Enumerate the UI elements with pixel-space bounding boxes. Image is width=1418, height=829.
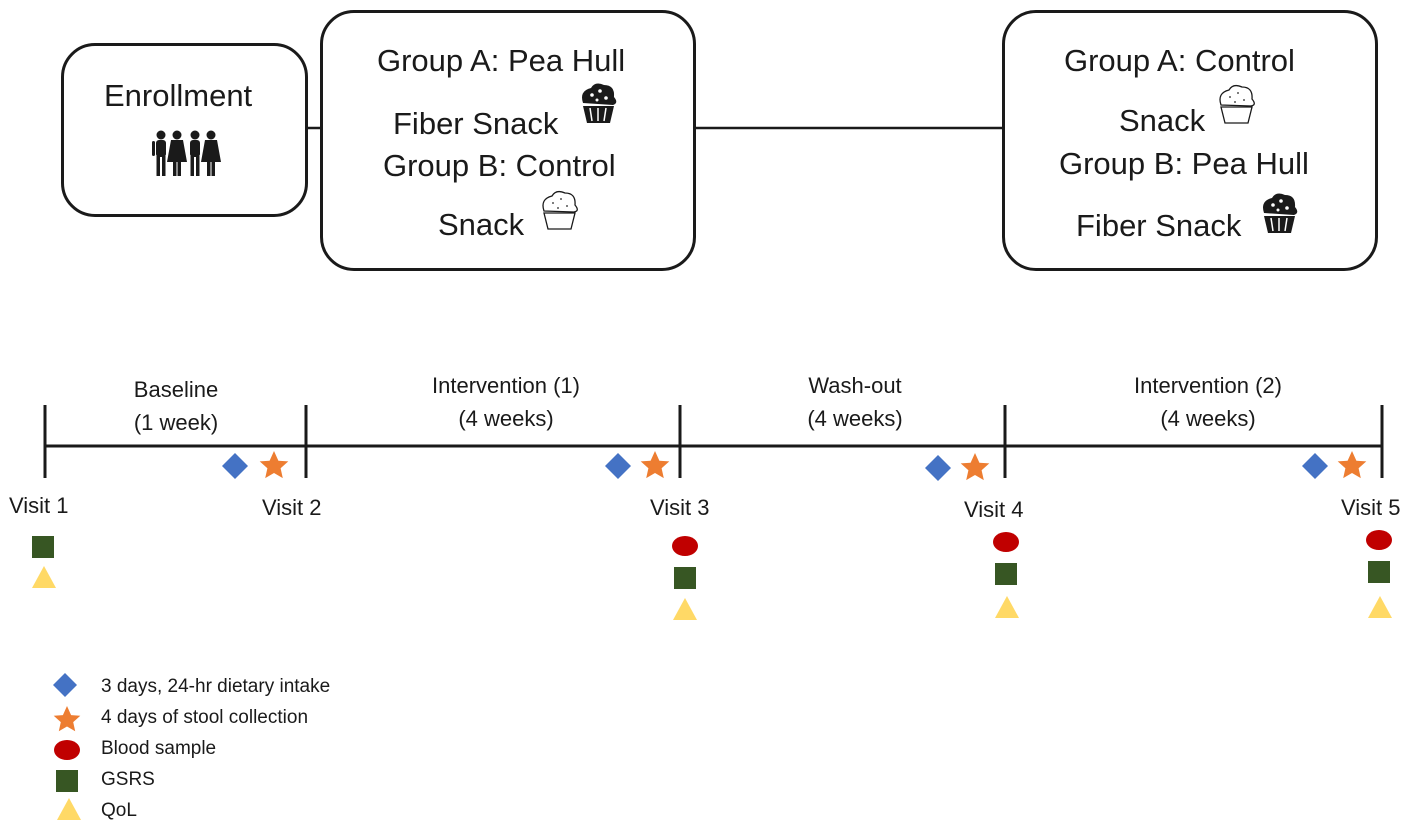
period2-box: Group A: Control Snack Group B: Pea Hull… xyxy=(1002,10,1378,271)
period1-line3: Group B: Control xyxy=(383,148,616,183)
legend-label: QoL xyxy=(101,800,137,821)
legend-label: 4 days of stool collection xyxy=(101,707,309,728)
red-ellipse-icon xyxy=(993,532,1019,552)
period2-line1: Group A: Control xyxy=(1064,43,1295,78)
yellow-triangle-icon xyxy=(32,566,56,588)
phase-intervention-2: Intervention (2) (4 weeks) xyxy=(1134,369,1282,435)
period2-line3: Group B: Pea Hull xyxy=(1059,146,1309,181)
phase-name: Wash-out xyxy=(808,373,902,398)
period1-line4: Snack xyxy=(438,207,525,242)
period1-line2: Fiber Snack xyxy=(393,106,559,141)
period1-line1: Group A: Pea Hull xyxy=(377,43,626,78)
phase-wash-out: Wash-out (4 weeks) xyxy=(807,369,902,435)
green-square-icon xyxy=(995,563,1017,585)
phase-name: Baseline xyxy=(133,377,219,402)
red-ellipse-icon xyxy=(1366,530,1392,550)
phase-duration: (4 weeks) xyxy=(807,406,903,431)
yellow-triangle-icon xyxy=(57,798,81,820)
red-ellipse-icon xyxy=(672,536,698,556)
orange-star-icon xyxy=(960,453,990,481)
period2-line4: Fiber Snack xyxy=(1076,208,1242,243)
legend-label: Blood sample xyxy=(101,738,217,759)
phase-duration: (4 weeks) xyxy=(458,406,554,431)
phase-duration: (4 weeks) xyxy=(1160,406,1256,431)
period2-line2: Snack xyxy=(1119,103,1206,138)
enrollment-title: Enrollment xyxy=(104,78,253,113)
orange-star-icon xyxy=(640,451,670,479)
visit-label: Visit 4 xyxy=(964,497,1024,522)
red-ellipse-icon xyxy=(54,740,80,760)
blue-diamond-icon xyxy=(53,673,77,697)
outline-muffin-icon xyxy=(1219,84,1255,124)
phase-intervention-1: Intervention (1) (4 weeks) xyxy=(432,369,580,435)
blue-diamond-icon xyxy=(1302,453,1328,479)
legend-label: 3 days, 24-hr dietary intake xyxy=(101,676,331,697)
dark-muffin-icon xyxy=(582,83,617,123)
visit-label: Visit 2 xyxy=(262,495,322,520)
visit-label: Visit 3 xyxy=(650,495,710,520)
visit-label: Visit 5 xyxy=(1341,495,1401,520)
blue-diamond-icon xyxy=(605,453,631,479)
green-square-icon xyxy=(56,770,78,792)
orange-star-icon xyxy=(53,706,81,732)
visit-label: Visit 1 xyxy=(9,493,69,518)
orange-star-icon xyxy=(259,451,289,479)
outline-muffin-icon xyxy=(542,190,578,230)
green-square-icon xyxy=(674,567,696,589)
yellow-triangle-icon xyxy=(673,598,697,620)
people-group-icon xyxy=(152,130,221,176)
enrollment-box: Enrollment xyxy=(61,43,308,217)
green-square-icon xyxy=(32,536,54,558)
orange-star-icon xyxy=(1337,451,1367,479)
yellow-triangle-icon xyxy=(1368,596,1392,618)
dark-muffin-icon xyxy=(1263,193,1298,233)
phase-name: Intervention (2) xyxy=(1134,373,1282,398)
phase-name: Intervention (1) xyxy=(432,373,580,398)
period1-box: Group A: Pea Hull Fiber Snack Group B: C… xyxy=(320,10,696,271)
phase-baseline: Baseline (1 week) xyxy=(134,373,218,439)
legend-label: GSRS xyxy=(101,769,155,790)
blue-diamond-icon xyxy=(222,453,248,479)
yellow-triangle-icon xyxy=(995,596,1019,618)
blue-diamond-icon xyxy=(925,455,951,481)
green-square-icon xyxy=(1368,561,1390,583)
phase-duration: (1 week) xyxy=(133,410,219,435)
